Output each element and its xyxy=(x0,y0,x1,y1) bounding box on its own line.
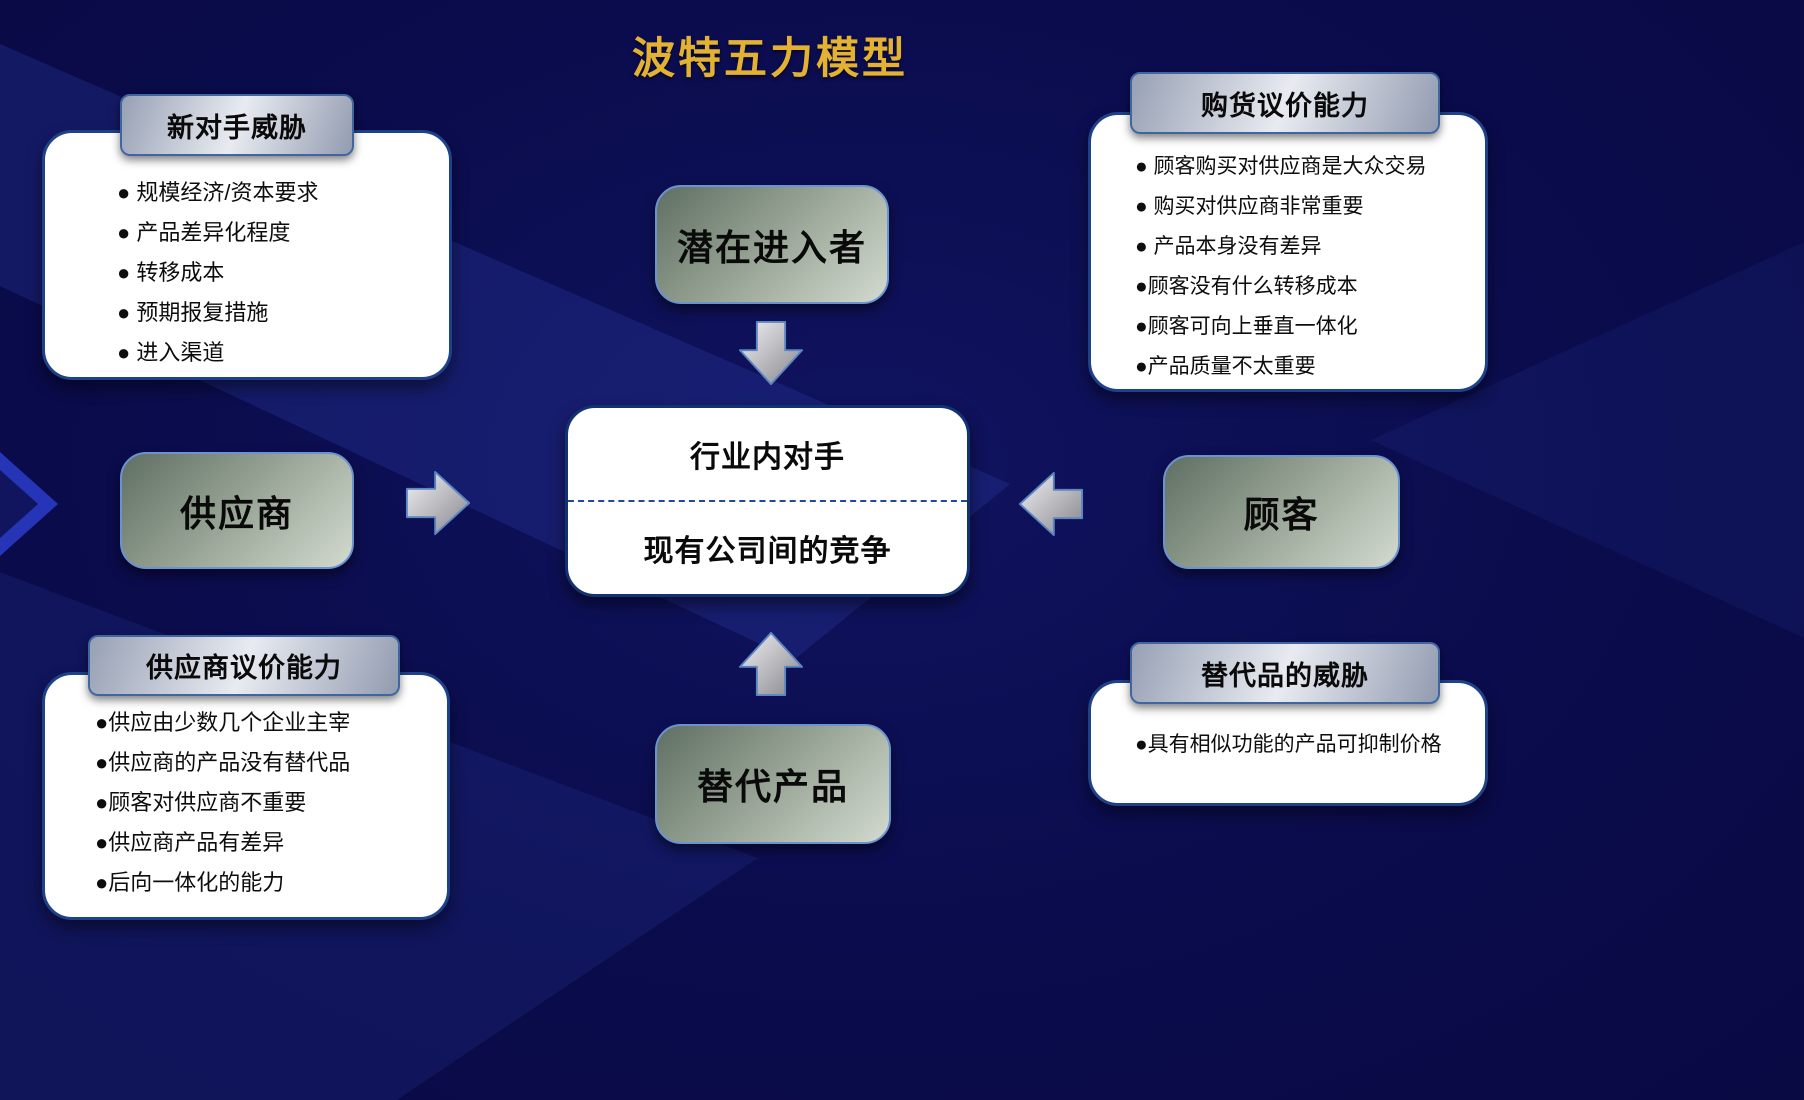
left-edge-chevron-notch xyxy=(0,470,38,538)
existing-competition-label: 现有公司间的竞争 xyxy=(643,535,892,568)
bullet-item: ●后向一体化的能力 xyxy=(95,870,285,895)
bullet-item: ●具有相似功能的产品可抑制价格 xyxy=(1135,733,1442,756)
bullet-item: ●顾客对供应商不重要 xyxy=(95,790,307,815)
diagram-title: 波特五力模型 xyxy=(632,35,908,83)
node-buyers: 顾客 xyxy=(1163,455,1400,569)
bullet-item: ● 顾客购买对供应商是大众交易 xyxy=(1135,155,1427,178)
bullet-item: ●供应商的产品没有替代品 xyxy=(95,750,351,775)
buyer-bargaining-power-header: 购货议价能力 xyxy=(1130,72,1440,134)
node-suppliers: 供应商 xyxy=(120,452,354,569)
bullet-item: ●供应商产品有差异 xyxy=(95,830,285,855)
buyer-bargaining-power-panel: ● 顾客购买对供应商是大众交易 ● 购买对供应商非常重要 ● 产品本身没有差异 ●顾客… xyxy=(1088,112,1488,392)
industry-rivalry-box: 行业内对手 现有公司间的竞争 xyxy=(565,405,970,597)
node-substitute-products: 替代产品 xyxy=(655,724,891,844)
supplier-bargaining-power-header: 供应商议价能力 xyxy=(88,635,400,696)
bullet-item: ● 购买对供应商非常重要 xyxy=(1135,195,1364,218)
new-entrants-threat-header: 新对手威胁 xyxy=(120,94,354,156)
bullet-item: ● 产品差异化程度 xyxy=(117,220,291,245)
industry-rivalry-label: 行业内对手 xyxy=(690,441,845,474)
bullet-item: ●供应由少数几个企业主宰 xyxy=(95,710,351,735)
supplier-bargaining-power-panel: ●供应由少数几个企业主宰 ●供应商的产品没有替代品 ●顾客对供应商不重要 ●供应商产品… xyxy=(42,672,450,920)
dashed-divider xyxy=(568,500,967,502)
arrow-left-icon xyxy=(1018,471,1084,537)
arrow-right-icon xyxy=(405,470,471,536)
new-entrants-threat-panel: ● 规模经济/资本要求 ● 产品差异化程度 ● 转移成本 ● 预期报复措施 ● 进入渠道 xyxy=(42,130,452,380)
bullet-item: ● 规模经济/资本要求 xyxy=(117,180,319,205)
arrow-down-icon xyxy=(738,320,804,386)
bullet-item: ●顾客没有什么转移成本 xyxy=(1135,275,1358,298)
bullet-item: ●产品质量不太重要 xyxy=(1135,355,1316,378)
bullet-item: ● 产品本身没有差异 xyxy=(1135,235,1322,258)
arrow-up-icon xyxy=(738,631,804,697)
bullet-item: ● 进入渠道 xyxy=(117,340,225,365)
bullet-item: ● 转移成本 xyxy=(117,260,225,285)
node-potential-entrants: 潜在进入者 xyxy=(655,185,889,304)
bullet-item: ● 预期报复措施 xyxy=(117,300,269,325)
substitutes-threat-header: 替代品的威胁 xyxy=(1130,642,1440,704)
bullet-item: ●顾客可向上垂直一体化 xyxy=(1135,315,1358,338)
